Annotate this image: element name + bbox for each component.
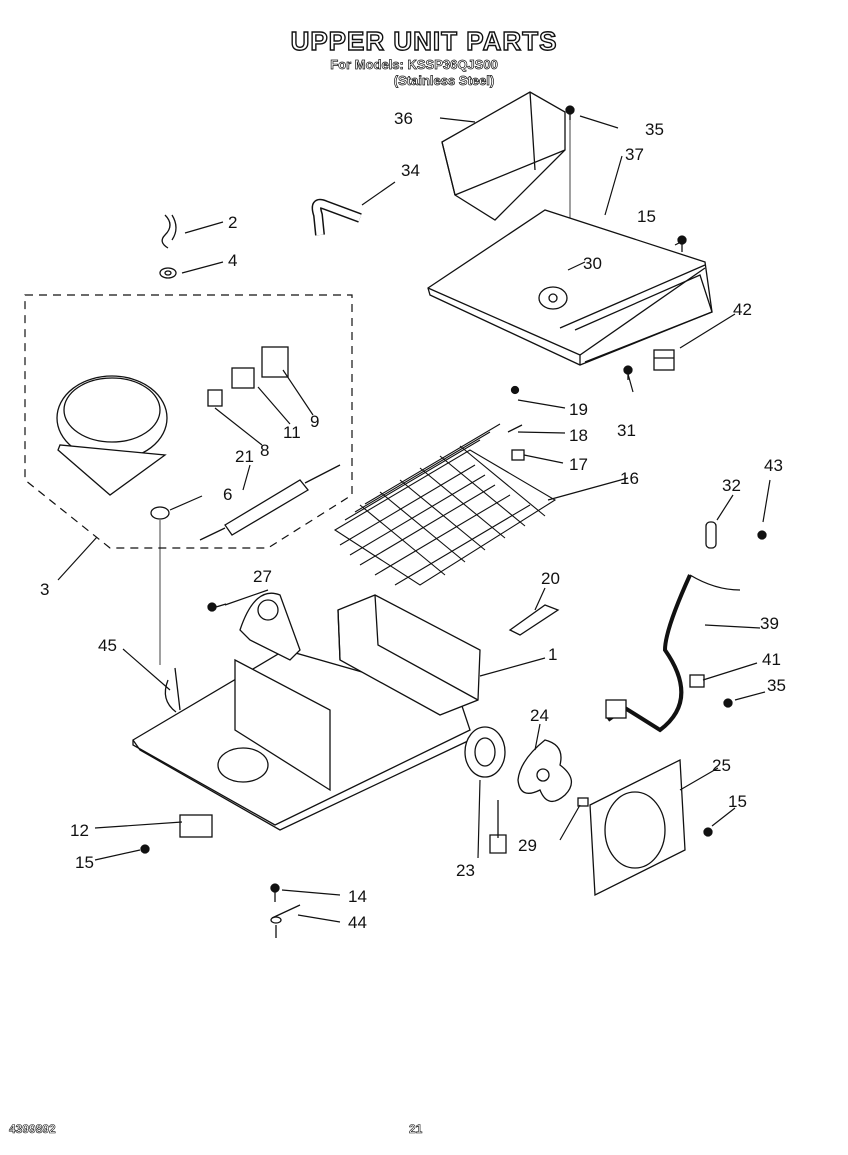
callout-32: 32 [722, 476, 741, 495]
screw-35-top [565, 105, 575, 120]
screw-15-lower-left [140, 844, 150, 854]
callout-15-upper-right: 15 [637, 207, 656, 226]
base-pan [132, 649, 471, 831]
callout-41: 41 [762, 650, 781, 669]
callout-20: 20 [541, 569, 560, 588]
condenser-frame [337, 594, 481, 716]
wire-45 [164, 667, 181, 713]
callout-labels: 1 2 3 4 6 8 9 11 12 14 15 15 15 15 16 17… [40, 109, 786, 932]
drier-21 [199, 464, 341, 541]
screw-43 [757, 530, 767, 540]
callout-11: 11 [283, 423, 301, 442]
callout-30: 30 [583, 254, 602, 273]
finish-subtitle: (Stainless Steel) [393, 73, 495, 89]
sensor-20 [508, 604, 560, 636]
leader-lines [57, 115, 771, 923]
callout-27: 27 [253, 567, 272, 586]
screw-31 [623, 365, 633, 380]
callout-17: 17 [569, 455, 588, 474]
motor-30 [538, 286, 568, 310]
top-mounting-plate [427, 209, 713, 366]
callout-8: 8 [260, 441, 269, 460]
callout-9: 9 [310, 412, 319, 431]
callout-25: 25 [712, 756, 731, 775]
clip-2 [161, 214, 177, 249]
callout-4: 4 [228, 251, 237, 270]
callout-3: 3 [40, 580, 49, 599]
callout-19: 19 [569, 400, 588, 419]
fan-motor-23 [464, 726, 507, 854]
screw-14 [270, 883, 280, 902]
screw-35-lower [723, 698, 733, 708]
shroud-bracket [239, 592, 301, 661]
bracket-44 [270, 904, 301, 938]
callout-45: 45 [98, 636, 117, 655]
callout-14: 14 [348, 887, 367, 906]
pin-32 [705, 521, 717, 549]
fan-blade-24 [517, 739, 572, 802]
callout-31: 31 [617, 421, 636, 440]
screw-27 [207, 602, 227, 612]
callout-2: 2 [228, 213, 237, 232]
screw-15-right [703, 827, 713, 837]
callout-35-lower: 35 [767, 676, 786, 695]
evaporator-coil [333, 423, 557, 586]
screw-15-upper-right [677, 235, 687, 252]
callout-42: 42 [733, 300, 752, 319]
callout-37: 37 [625, 145, 644, 164]
callout-12: 12 [70, 821, 89, 840]
page-title: UPPER UNIT PARTS [290, 25, 558, 56]
relay-42 [653, 349, 675, 371]
callout-36: 36 [394, 109, 413, 128]
callout-18: 18 [569, 426, 588, 445]
callout-39: 39 [760, 614, 779, 633]
callout-44: 44 [348, 913, 367, 932]
callout-15-lower-left: 15 [75, 853, 94, 872]
callout-1: 1 [548, 645, 557, 664]
callout-6: 6 [223, 485, 232, 504]
callout-24: 24 [530, 706, 549, 725]
drain-tube-34 [311, 198, 362, 236]
callout-16: 16 [620, 469, 639, 488]
callout-43: 43 [764, 456, 783, 475]
models-subtitle: For Models: KSSP36QJS00 [330, 57, 498, 73]
fan-hood [441, 91, 566, 221]
callout-29: 29 [518, 836, 537, 855]
power-cord-39 [605, 574, 741, 733]
relay-parts [207, 346, 289, 407]
document-number: 4399892 [9, 1122, 56, 1137]
callout-35-top: 35 [645, 120, 664, 139]
shroud-25 [589, 758, 686, 897]
nut-4 [159, 267, 177, 279]
clip-29 [577, 797, 589, 807]
callout-15-right: 15 [728, 792, 747, 811]
compressor [56, 375, 168, 496]
page-number: 21 [409, 1122, 423, 1137]
grommet-6 [150, 506, 170, 520]
compressor-kit-outline [24, 294, 353, 549]
clamp-41 [689, 674, 705, 688]
thermostat-parts [507, 385, 525, 461]
callout-34: 34 [401, 161, 420, 180]
callout-23: 23 [456, 861, 475, 880]
callout-21: 21 [235, 447, 254, 466]
relay-12 [179, 814, 213, 838]
